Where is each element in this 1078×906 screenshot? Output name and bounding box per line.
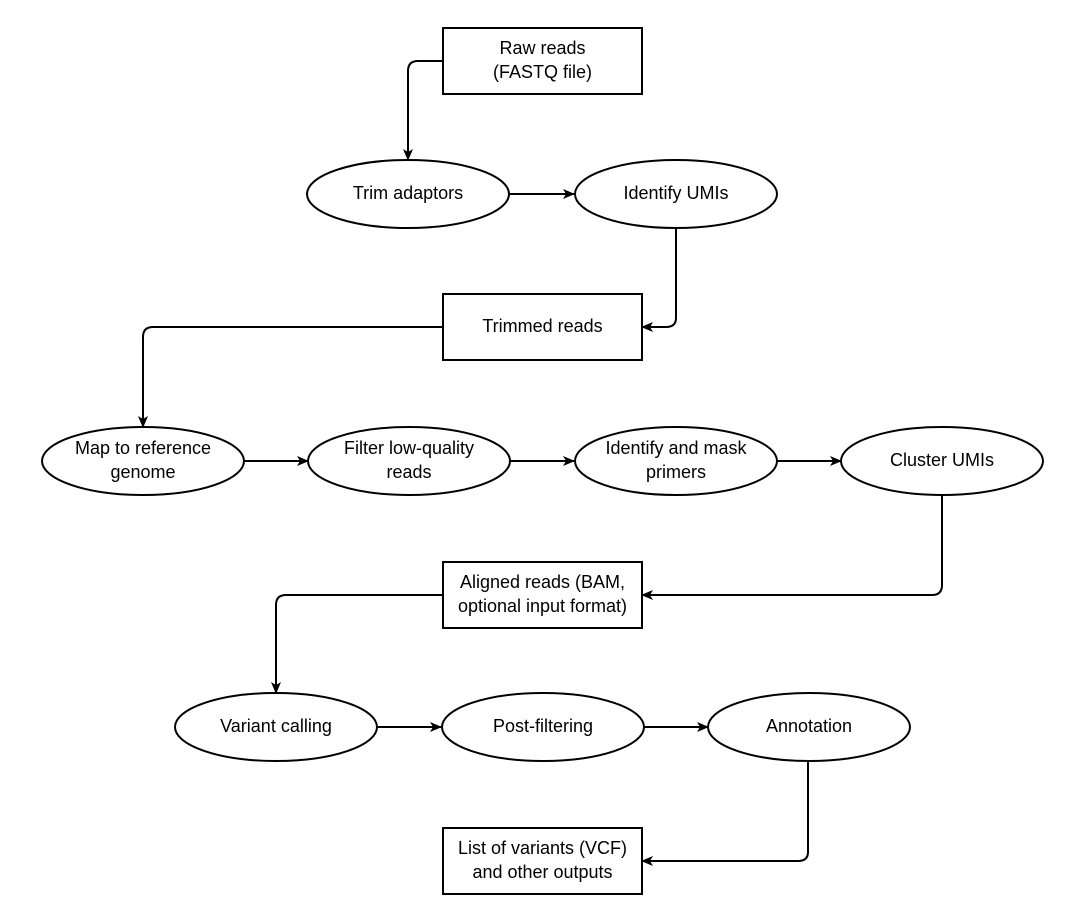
node-filter-low-quality-line-2: reads — [386, 462, 431, 482]
node-raw-reads-line-2: (FASTQ file) — [493, 62, 592, 82]
node-identify-umis-line-1: Identify UMIs — [623, 183, 728, 203]
edges — [138, 60, 943, 866]
node-annotation[interactable]: Annotation — [707, 692, 911, 762]
node-annotation-line-1: Annotation — [766, 716, 852, 736]
node-variant-calling[interactable]: Variant calling — [174, 692, 378, 762]
node-identify-mask-primers[interactable]: Identify and mask primers — [574, 426, 778, 496]
node-identify-mask-primers-line-1: Identify and mask — [605, 438, 747, 458]
node-identify-mask-primers-line-2: primers — [646, 462, 706, 482]
node-map-reference-line-2: genome — [110, 462, 175, 482]
edge-aligned-reads-to-variant-calling — [271, 594, 443, 694]
node-raw-reads[interactable]: Raw reads (FASTQ file) — [442, 27, 643, 95]
node-trim-adaptors[interactable]: Trim adaptors — [306, 159, 510, 229]
node-map-reference-line-1: Map to reference — [75, 438, 211, 458]
nodes: Raw reads (FASTQ file) Trim adaptors Ide… — [41, 27, 1044, 895]
edge-cluster-umis-to-aligned-reads — [641, 495, 943, 600]
node-post-filtering-line-1: Post-filtering — [493, 716, 593, 736]
node-raw-reads-line-1: Raw reads — [499, 38, 585, 58]
node-filter-low-quality[interactable]: Filter low-quality reads — [307, 426, 511, 496]
node-aligned-reads-line-1: Aligned reads (BAM, — [460, 572, 625, 592]
edge-annotation-to-list-variants — [641, 761, 809, 866]
node-cluster-umis[interactable]: Cluster UMIs — [840, 426, 1044, 496]
node-aligned-reads[interactable]: Aligned reads (BAM, optional input forma… — [442, 561, 643, 629]
node-cluster-umis-line-1: Cluster UMIs — [890, 450, 994, 470]
node-map-reference[interactable]: Map to reference genome — [41, 426, 245, 496]
node-post-filtering[interactable]: Post-filtering — [441, 692, 645, 762]
edge-trimmed-reads-to-map-reference — [138, 326, 443, 428]
node-trim-adaptors-line-1: Trim adaptors — [353, 183, 463, 203]
node-trimmed-reads-line-1: Trimmed reads — [482, 316, 602, 336]
node-list-variants[interactable]: List of variants (VCF) and other outputs — [442, 827, 643, 895]
edge-raw-reads-to-trim-adaptors — [403, 60, 443, 161]
node-list-variants-line-1: List of variants (VCF) — [458, 838, 627, 858]
edge-identify-umis-to-trimmed-reads — [641, 228, 677, 332]
node-list-variants-line-2: and other outputs — [472, 862, 612, 882]
node-identify-umis[interactable]: Identify UMIs — [574, 159, 778, 229]
node-trimmed-reads[interactable]: Trimmed reads — [442, 293, 643, 361]
node-variant-calling-line-1: Variant calling — [220, 716, 332, 736]
node-aligned-reads-line-2: optional input format) — [458, 596, 627, 616]
node-filter-low-quality-line-1: Filter low-quality — [344, 438, 474, 458]
